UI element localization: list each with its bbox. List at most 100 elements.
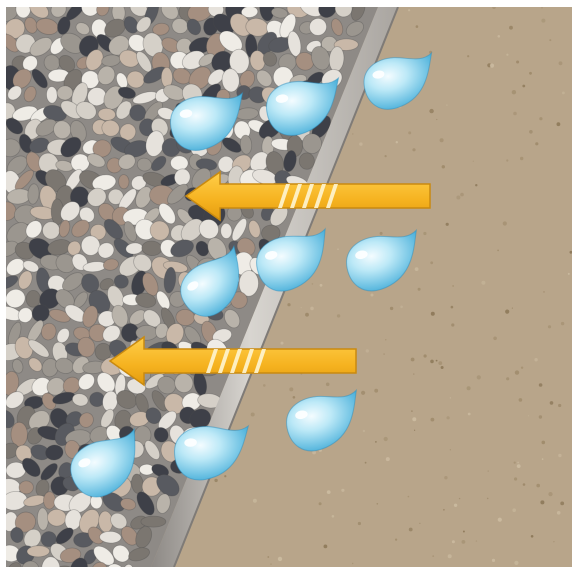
soil-speck [488, 470, 489, 471]
soil-speck [523, 483, 526, 486]
soil-speck [418, 288, 421, 291]
soil-speck [337, 314, 340, 317]
gravel-stone [27, 546, 50, 558]
soil-speck [396, 141, 398, 143]
soil-speck [341, 489, 344, 492]
soil-speck [326, 383, 330, 387]
soil-speck [534, 358, 537, 361]
soil-speck [514, 462, 516, 464]
soil-speck [460, 193, 464, 197]
soil-speck [361, 391, 365, 395]
soil-speck [517, 462, 519, 464]
soil-speck [319, 502, 322, 505]
soil-speck [411, 410, 413, 412]
soil-speck [468, 413, 471, 416]
soil-speck [451, 323, 454, 326]
soil-speck [515, 370, 519, 374]
soil-speck [432, 555, 434, 557]
soil-speck [475, 184, 477, 186]
soil-speck [224, 475, 226, 477]
soil-speck [473, 161, 474, 162]
soil-speck [293, 396, 296, 399]
soil-speck [562, 92, 565, 95]
soil-speck [447, 416, 450, 419]
soil-speck [568, 273, 570, 275]
soil-speck [498, 35, 501, 38]
soil-speck [559, 61, 563, 65]
soil-speck [561, 322, 564, 325]
soil-speck [476, 540, 477, 541]
soil-speck [443, 509, 445, 511]
soil-speck [310, 307, 314, 311]
soil-speck [383, 353, 384, 354]
soil-speck [451, 306, 454, 309]
soil-speck [557, 511, 561, 515]
soil-speck [520, 157, 523, 160]
soil-speck [414, 430, 415, 431]
gravel-stone [99, 531, 121, 543]
soil-speck [477, 375, 481, 379]
soil-speck [539, 415, 542, 418]
soil-speck [540, 500, 544, 504]
soil-speck [366, 349, 369, 352]
gravel-stone [136, 325, 158, 340]
soil-speck [424, 354, 427, 357]
soil-speck [352, 133, 353, 134]
soil-speck [386, 457, 390, 461]
soil-speck [490, 64, 494, 68]
soil-speck [522, 85, 525, 88]
soil-speck [430, 261, 433, 264]
soil-speck [493, 337, 497, 341]
soil-speck [459, 498, 460, 499]
soil-speck [251, 413, 255, 417]
soil-speck [503, 221, 507, 225]
soil-speck [278, 557, 282, 561]
soil-speck [529, 130, 533, 134]
soil-speck [558, 404, 561, 407]
soil-speck [521, 367, 523, 369]
soil-speck [548, 325, 551, 328]
soil-speck [385, 155, 387, 157]
soil-speck [214, 479, 217, 482]
soil-speck [463, 531, 465, 533]
soil-speck [377, 503, 379, 505]
soil-speck [450, 449, 451, 450]
soil-speck [332, 515, 335, 518]
soil-speck [438, 361, 442, 365]
soil-speck [446, 223, 449, 226]
soil-speck [452, 540, 455, 543]
soil-speck [448, 554, 452, 558]
drainage-illustration [6, 7, 572, 567]
soil-speck [400, 306, 403, 309]
soil-speck [444, 476, 447, 479]
soil-speck [413, 373, 414, 374]
gravel-stone [43, 492, 55, 510]
soil-speck [337, 249, 338, 250]
soil-speck [320, 284, 323, 287]
soil-speck [431, 312, 435, 316]
soil-speck [514, 561, 518, 565]
gravel-stone [170, 156, 188, 171]
soil-speck [456, 196, 460, 200]
soil-speck [535, 142, 538, 145]
soil-speck [467, 386, 471, 390]
soil-speck [497, 250, 499, 252]
soil-speck [375, 441, 377, 443]
soil-speck [560, 502, 564, 506]
soil-speck [327, 490, 331, 494]
soil-speck [509, 26, 513, 30]
gravel-stone [46, 86, 57, 103]
soil-speck [481, 281, 485, 285]
soil-speck [541, 19, 545, 23]
soil-speck [519, 398, 523, 402]
soil-speck [281, 342, 284, 345]
soil-speck [531, 535, 534, 538]
soil-speck [553, 541, 554, 542]
soil-speck [419, 523, 420, 524]
soil-speck [512, 508, 516, 512]
gravel-stone [221, 223, 232, 238]
soil-speck [539, 383, 543, 387]
soil-speck [358, 522, 361, 525]
soil-speck [423, 232, 426, 235]
soil-speck [452, 285, 453, 286]
